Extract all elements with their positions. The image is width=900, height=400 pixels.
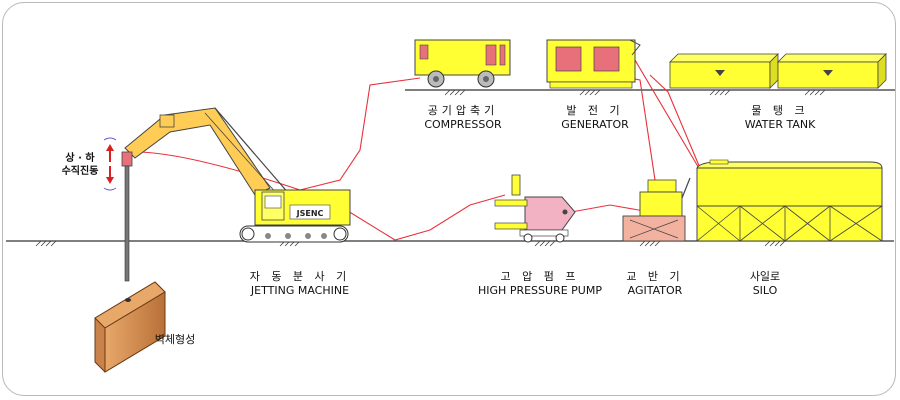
jetting-machine xyxy=(121,107,351,282)
ground-hatch xyxy=(35,89,826,247)
vibration-label-line1: 상 · 하 xyxy=(65,153,95,164)
high-pressure-pump-label-en: HIGH PRESSURE PUMP xyxy=(478,284,602,297)
water-tank-1 xyxy=(669,53,779,89)
compressor-unit xyxy=(414,39,511,88)
silo-label: 사일로 SILO xyxy=(725,270,805,298)
agitator-label-en: AGITATOR xyxy=(627,284,683,297)
generator-label-en: GENERATOR xyxy=(561,118,629,131)
water-tank-label-ko: 물 탱 크 xyxy=(751,104,809,117)
vibration-label: 상 · 하 수직진동 xyxy=(52,152,108,178)
generator-label-ko: 발 전 기 xyxy=(566,104,624,117)
vibration-label-line2: 수직진동 xyxy=(61,166,99,177)
compressor-label-en: COMPRESSOR xyxy=(424,118,502,131)
water-tank-label-en: WATER TANK xyxy=(744,118,816,131)
agitator-label-ko: 교 반 기 xyxy=(626,270,684,283)
jetting-machine-label: 자 동 분 사 기 JETTING MACHINE xyxy=(225,270,375,298)
agitator xyxy=(622,177,691,242)
compressor-label: 공기압축기 COMPRESSOR xyxy=(408,104,518,132)
silo-label-ko: 사일로 xyxy=(749,270,781,283)
silo xyxy=(696,159,883,242)
high-pressure-pump-label-ko: 고 압 펌 프 xyxy=(500,270,580,283)
jetting-machine-label-en: JETTING MACHINE xyxy=(250,284,350,297)
high-pressure-pump xyxy=(494,174,576,243)
agitator-label: 교 반 기 AGITATOR xyxy=(615,270,695,298)
silo-label-en: SILO xyxy=(752,284,778,297)
generator-unit xyxy=(546,39,641,89)
water-tank-label: 물 탱 크 WATER TANK xyxy=(725,104,835,132)
vibration-arrows xyxy=(103,137,117,191)
wall-formation-label: 벽체형성 xyxy=(154,333,196,346)
machine-brand-label: JSENC xyxy=(296,209,324,218)
water-tank-2 xyxy=(777,53,887,89)
jetting-machine-label-ko: 자 동 분 사 기 xyxy=(249,270,351,283)
generator-label: 발 전 기 GENERATOR xyxy=(540,104,650,132)
high-pressure-pump-label: 고 압 펌 프 HIGH PRESSURE PUMP xyxy=(465,270,615,298)
compressor-label-ko: 공기압축기 xyxy=(427,104,499,117)
wall-block xyxy=(94,281,166,373)
